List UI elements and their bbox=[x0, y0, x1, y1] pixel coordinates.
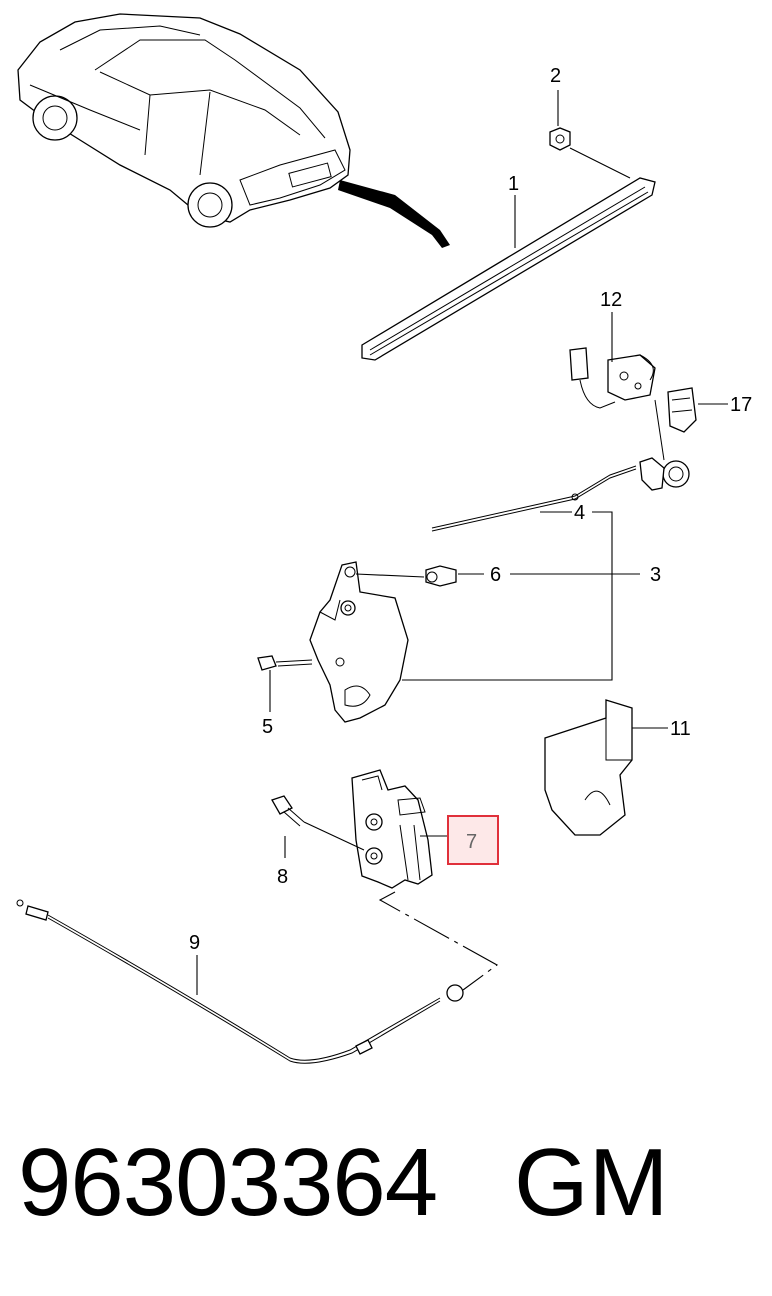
callout-6: 6 bbox=[490, 564, 501, 586]
part-6-clip bbox=[425, 565, 457, 587]
part-4-rod bbox=[431, 465, 637, 532]
part-1-garnish-moulding bbox=[361, 177, 656, 361]
callout-12: 12 bbox=[600, 289, 622, 311]
connection-dashed-line bbox=[378, 891, 499, 991]
part-number: 96303364 bbox=[18, 1129, 438, 1236]
callout-4: 4 bbox=[574, 502, 585, 524]
parts-diagram: 1 2 12 17 4 bbox=[16, 13, 752, 1064]
part-2-nut bbox=[549, 127, 571, 151]
part-7-lock bbox=[351, 769, 433, 889]
part-17-clip bbox=[667, 387, 697, 433]
callout-8: 8 bbox=[277, 866, 288, 888]
car-illustration bbox=[17, 13, 450, 248]
callout-3: 3 bbox=[650, 564, 661, 586]
part-12-switch bbox=[569, 347, 656, 409]
part-11-cover bbox=[544, 699, 633, 836]
leader-2 bbox=[557, 90, 631, 179]
callout-11: 11 bbox=[670, 718, 691, 740]
part-5-bolt bbox=[257, 655, 313, 671]
callout-9: 9 bbox=[189, 932, 200, 954]
leader-8 bbox=[284, 821, 365, 858]
brand-label: GM bbox=[514, 1129, 669, 1236]
callout-5: 5 bbox=[262, 716, 273, 738]
callout-7[interactable]: 7 bbox=[466, 831, 477, 853]
leader-4 bbox=[402, 511, 613, 681]
callout-17: 17 bbox=[730, 394, 752, 416]
callout-7-highlight-box[interactable] bbox=[447, 815, 499, 865]
leader-6 bbox=[355, 573, 612, 578]
callout-2: 2 bbox=[550, 65, 561, 87]
part-8-bolt bbox=[271, 795, 305, 827]
callout-1: 1 bbox=[508, 173, 519, 195]
part-3-latch bbox=[309, 561, 409, 723]
part-9-cable bbox=[16, 899, 464, 1064]
grommet bbox=[639, 399, 690, 491]
